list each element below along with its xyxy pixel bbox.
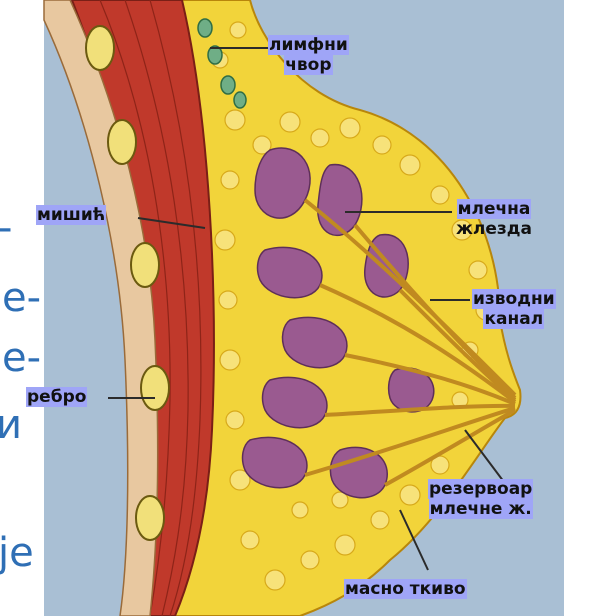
label-reservoir-line1: резервоар [428, 479, 533, 499]
slide-text-e2: e- [2, 338, 41, 378]
label-reservoir: резервоар млечне ж. [428, 480, 533, 519]
label-lymph-node-line2: чвор [284, 55, 332, 75]
label-gland: млечна жлезда [456, 200, 532, 239]
label-duct-line2: канал [483, 309, 544, 329]
label-rib-text: ребро [26, 387, 87, 407]
label-lymph-node-line1: лимфни [268, 35, 349, 55]
label-rib: ребро [26, 388, 87, 408]
label-duct: изводни канал [472, 290, 556, 329]
label-gland-line1: млечна [457, 199, 532, 219]
slide-text-je: je [0, 533, 34, 573]
label-duct-line1: изводни [472, 289, 556, 309]
label-gland-line2: жлезда [456, 219, 532, 239]
slide-text-e1: e- [2, 278, 41, 318]
label-fat: масно ткиво [344, 580, 467, 600]
label-muscle-text: мишић [36, 205, 106, 225]
slide-text-i: и [0, 405, 22, 445]
label-reservoir-line2: млечне ж. [429, 499, 533, 519]
label-fat-text: масно ткиво [344, 579, 467, 599]
label-lymph-node: лимфни чвор [268, 36, 349, 75]
label-muscle: мишић [36, 206, 106, 226]
slide-text-dash: - [0, 208, 12, 248]
